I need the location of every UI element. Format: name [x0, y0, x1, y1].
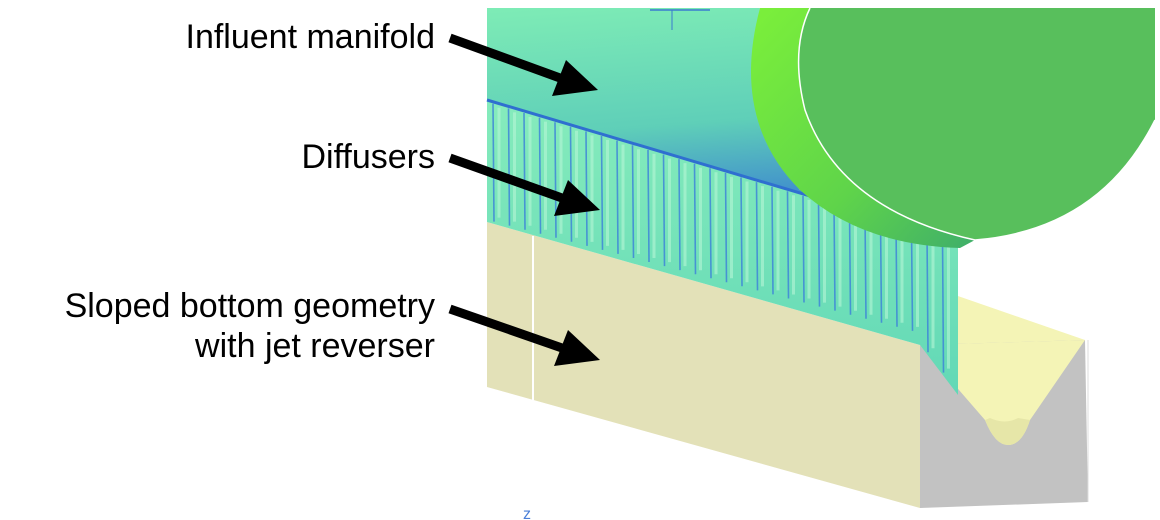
manifold-end-cap [798, 8, 1155, 240]
arrow-sloped-bottom [448, 304, 600, 366]
axis-mark-z: z [523, 506, 531, 520]
arrow-manifold [448, 33, 598, 96]
diffuser-stripe [616, 140, 619, 254]
diffuser-stripe [941, 237, 945, 373]
diffuser-stripe [693, 163, 697, 275]
jet-reverser-notch-shadow [985, 418, 1030, 445]
diffuser-stripe [910, 228, 914, 331]
label-influent-manifold: Influent manifold [185, 18, 436, 56]
diffuser-stripes [492, 103, 950, 373]
manifold-end-cap-edge [797, 7, 1156, 241]
diffuser-stripe [538, 117, 542, 234]
diffuser-stripe [647, 149, 650, 263]
diffuser-stripe [895, 223, 898, 327]
base-front-face [487, 222, 920, 508]
diffuser-stripe [926, 232, 929, 353]
diffuser-stripe [554, 122, 557, 238]
diffuser-stripe [864, 214, 867, 319]
diffuser-stripe [600, 135, 604, 250]
diffuser-stripe [662, 154, 666, 267]
diffuser-stripe [879, 218, 883, 323]
diffuser-stripe [523, 112, 526, 230]
diffuser-stripe [631, 145, 635, 259]
diffuser-stripe [492, 103, 495, 222]
diffuser-stripe [833, 205, 836, 311]
influent-manifold [487, 8, 958, 240]
diffuser-stripe [771, 186, 774, 295]
diffuser-stripe [507, 108, 511, 226]
manifold-end-rim [751, 8, 975, 248]
label-sloped-line2: with jet reverser [195, 327, 435, 365]
diffuser-stripe [709, 168, 712, 279]
diffuser-stripe [786, 191, 790, 299]
diffuser-stripe [802, 195, 805, 303]
label-sloped-bottom: Sloped bottom geometry with jet reverser [65, 286, 435, 366]
jet-reverser-notch [920, 340, 1085, 445]
diffuser-band [487, 100, 958, 395]
diffuser-stripe [817, 200, 821, 307]
diffuser-stripe [724, 172, 728, 283]
label-diffusers: Diffusers [301, 138, 435, 176]
diffuser-stripe [848, 209, 852, 315]
diffuser-stripe [740, 177, 743, 287]
label-sloped-line1: Sloped bottom geometry [64, 287, 435, 325]
arrow-diffusers [448, 153, 600, 216]
diffuser-stripe [585, 131, 588, 246]
diffuser-stripe [678, 159, 681, 271]
diffuser-stripe [755, 182, 759, 291]
